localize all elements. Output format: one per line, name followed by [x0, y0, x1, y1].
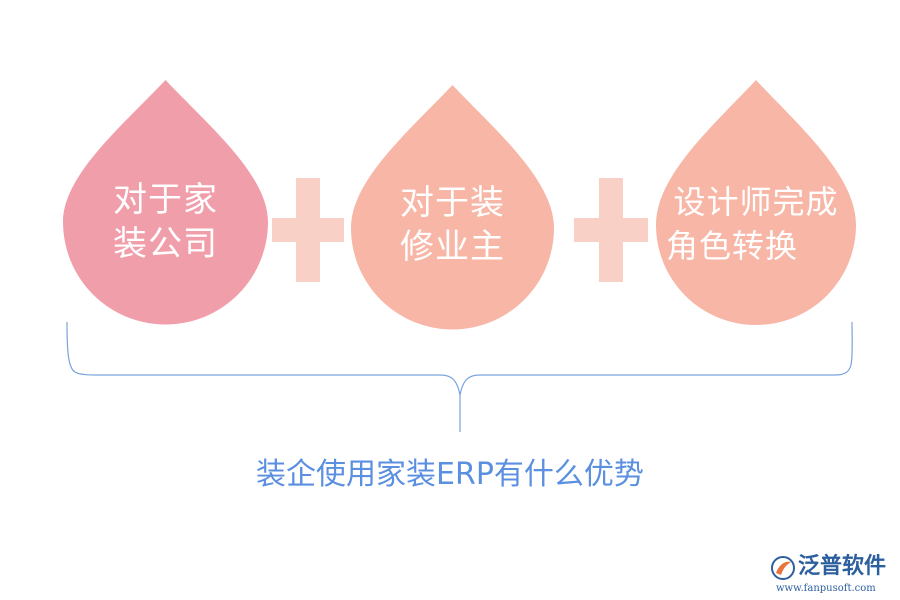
drop-card-3: 设计师完成 角色转换 — [656, 80, 856, 325]
drop-label-line1: 设计师完成 — [673, 183, 839, 221]
drop-label-line2: 装公司 — [113, 224, 218, 264]
drop-shape — [656, 80, 856, 325]
plus-icon — [574, 178, 648, 282]
drop-label-line2: 角色转换 — [666, 227, 799, 265]
drop-card-2: 对于装 修业主 — [351, 85, 554, 330]
fanpu-logo-icon — [771, 556, 795, 580]
caption-title: 装企使用家装ERP有什么优势 — [256, 457, 644, 492]
drop-shape — [63, 80, 268, 325]
drop-label: 对于家 装公司 — [63, 178, 268, 266]
drop-label-line1: 对于家 — [113, 180, 218, 220]
drop-label-line1: 对于装 — [400, 183, 505, 223]
drop-card-1: 对于家 装公司 — [63, 80, 268, 325]
brand-logo: 泛普软件 www.fanpusoft.com — [770, 553, 895, 597]
drop-label: 对于装 修业主 — [351, 181, 554, 269]
logo-brand-name: 泛普软件 — [798, 554, 887, 579]
drop-shape — [351, 85, 554, 330]
plus-icon — [272, 178, 344, 282]
drop-label-line2: 修业主 — [400, 227, 505, 267]
logo-url: www.fanpusoft.com — [776, 583, 876, 594]
drop-label: 设计师完成 角色转换 — [656, 180, 856, 268]
